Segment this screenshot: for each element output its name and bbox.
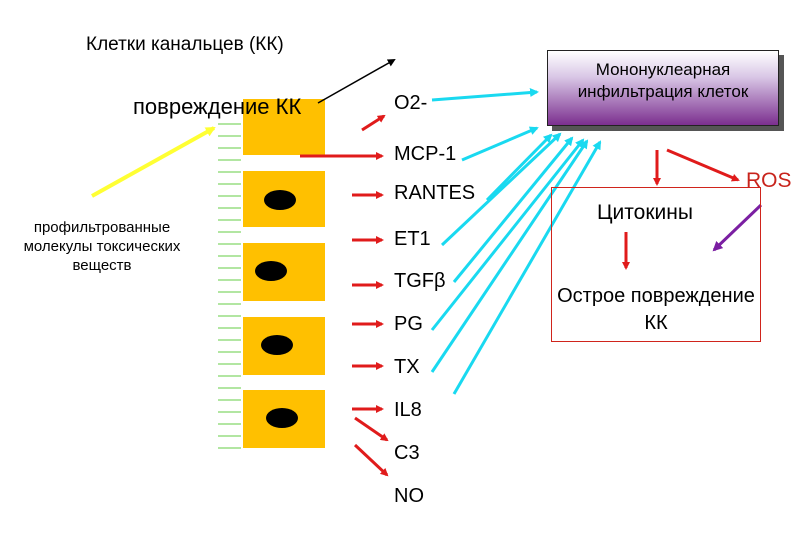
cell-nucleus bbox=[266, 408, 298, 428]
tubular-cells bbox=[241, 97, 327, 450]
mediator-il8: IL8 bbox=[394, 399, 422, 421]
injury-label: повреждение КК bbox=[133, 94, 302, 119]
mediator-rantes: RANTES bbox=[394, 182, 476, 204]
mediator-mcp1: MCP-1 bbox=[394, 143, 457, 165]
infiltration-arrows bbox=[430, 88, 602, 395]
cyan-arrow bbox=[431, 88, 539, 102]
microvilli bbox=[218, 123, 241, 449]
mediator-arrows bbox=[300, 114, 389, 477]
mononuclear-infiltration-box bbox=[547, 50, 779, 126]
red-arrow bbox=[666, 148, 740, 182]
mediator-pg: PG bbox=[394, 313, 423, 335]
mediator-et1: ET1 bbox=[394, 228, 431, 250]
yellow-arrow bbox=[91, 126, 216, 198]
tubular-cell-4 bbox=[241, 315, 327, 377]
cyan-arrow bbox=[452, 136, 574, 283]
tubular-cell-1 bbox=[241, 97, 327, 157]
mononuclear-infiltration-label: Мононуклеарная инфильтрация клеток bbox=[577, 60, 749, 101]
cytokines-box bbox=[551, 187, 761, 342]
cell-nucleus bbox=[264, 190, 296, 210]
cyan-arrow bbox=[430, 138, 585, 331]
mediator-tgfb: TGFβ bbox=[394, 270, 446, 292]
cyan-arrow bbox=[452, 140, 602, 395]
diagram-title: Клетки канальцев (КК) bbox=[86, 34, 284, 55]
ros-label: ROS bbox=[746, 169, 792, 192]
cyan-arrow bbox=[430, 139, 589, 373]
cyan-arrow bbox=[485, 133, 553, 202]
red-arrow bbox=[353, 443, 389, 477]
cytokines-label: Цитокины bbox=[597, 201, 693, 224]
purple-arrow bbox=[712, 203, 763, 252]
mediator-no: NO bbox=[394, 485, 424, 507]
red-arrow bbox=[361, 114, 386, 132]
acute-injury-label: Острое повреждение КК bbox=[557, 285, 755, 334]
mediator-tx: TX bbox=[394, 356, 420, 378]
mediator-c3: C3 bbox=[394, 442, 420, 464]
cell-nucleus bbox=[261, 335, 293, 355]
black-arrow bbox=[317, 59, 396, 104]
cyan-arrow bbox=[461, 126, 539, 162]
mediator-o2: O2- bbox=[394, 92, 428, 114]
cyan-arrow bbox=[440, 132, 562, 247]
filtered-molecules-label: профильтрованные молекулы токсических ве… bbox=[23, 219, 181, 274]
cell-nucleus bbox=[255, 261, 287, 281]
red-arrow bbox=[354, 416, 389, 442]
